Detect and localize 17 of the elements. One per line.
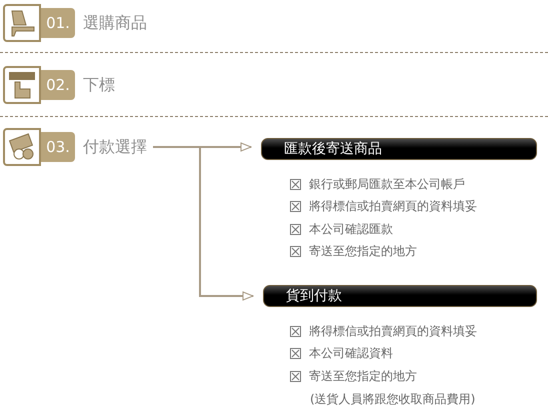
list-item-text: 本公司確認匯款 [309, 221, 393, 238]
list-item-text: 寄送至您指定的地方 [309, 243, 417, 260]
step-number: 03. [41, 132, 75, 162]
step-title: 付款選擇 [83, 136, 147, 158]
step-number: 01. [41, 8, 75, 38]
list-item-text: 本公司確認資料 [309, 345, 393, 362]
list-item-text: 寄送至您指定的地方 [309, 368, 417, 385]
list-item-text: (送貨人員將跟您收取商品費用) [310, 391, 476, 406]
list-item-text: 銀行或郵局匯款至本公司帳戶 [309, 176, 465, 193]
step-title: 選購商品 [83, 12, 147, 34]
step-number: 02. [41, 70, 75, 100]
list-item-text: 將得標信或拍賣網頁的資料填妥 [309, 323, 477, 340]
option-banner: 匯款後寄送商品 [261, 138, 537, 160]
connector-arrow [153, 146, 254, 300]
step-title: 下標 [83, 74, 115, 96]
option-banner: 貨到付款 [263, 285, 537, 307]
list-item-text: 將得標信或拍賣網頁的資料填妥 [309, 198, 477, 215]
